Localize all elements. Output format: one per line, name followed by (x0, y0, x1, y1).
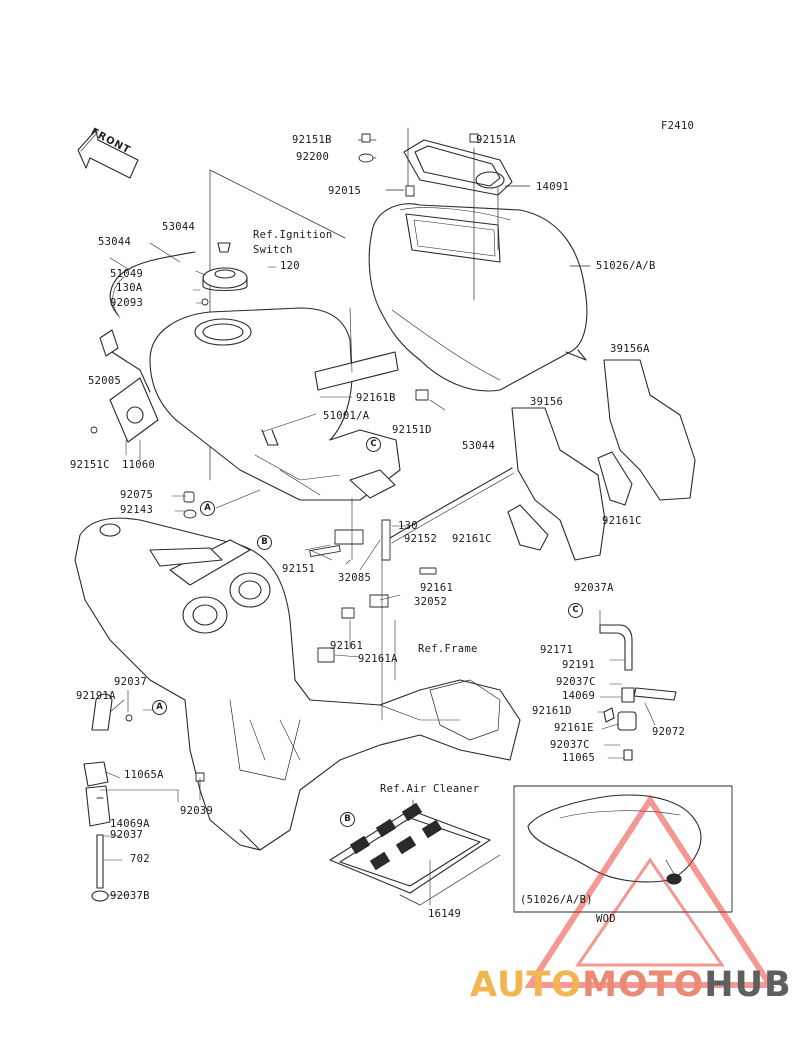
part-label: 92191 (562, 659, 596, 671)
part-label: 702 (130, 853, 150, 865)
part-label: 51049 (110, 268, 144, 280)
hose-53044-right (389, 467, 513, 539)
figure-code: F2410 (661, 120, 695, 132)
part-label: 92161 (420, 582, 454, 594)
part-label: 92151C (70, 459, 110, 471)
part-label: 53044 (462, 440, 496, 452)
part-label: 92191A (76, 690, 116, 702)
part-label: Ref.Frame (418, 643, 478, 655)
part-label: 92151A (476, 134, 516, 146)
bracket-52005 (99, 329, 159, 443)
hose-group-left (83, 693, 113, 902)
part-label: 14069 (562, 690, 596, 702)
trim-14091 (403, 139, 513, 196)
part-label: 92037C (556, 676, 596, 688)
part-label: 92161E (554, 722, 594, 734)
part-label: Ref.Air Cleaner (380, 783, 480, 795)
part-label: Switch (253, 244, 293, 256)
part-label: 14091 (536, 181, 570, 193)
watermark-auto: AUTO (470, 965, 583, 1005)
part-label: 51026/A/B (596, 260, 656, 272)
callout-a: A (152, 700, 167, 715)
part-label: 92037B (110, 890, 150, 902)
part-label: 92015 (328, 185, 362, 197)
main-frame (74, 517, 521, 851)
part-label: 11060 (122, 459, 156, 471)
part-label: 92093 (110, 297, 144, 309)
callout-c: C (366, 437, 381, 452)
part-label: 92037C (550, 739, 590, 751)
part-label: 39156 (530, 396, 564, 408)
part-label: 92143 (120, 504, 154, 516)
part-label: 92200 (296, 151, 330, 163)
part-label: 32085 (338, 572, 372, 584)
part-label: 51001/A (323, 410, 370, 422)
part-label: 92161A (358, 653, 398, 665)
hose-53044-left (109, 251, 196, 316)
part-label: 130 (398, 520, 418, 532)
part-label: 39156A (610, 343, 650, 355)
wod-caption: WOD (596, 913, 616, 925)
strap-92161B (314, 351, 399, 391)
part-label: 92151D (392, 424, 432, 436)
part-label: 92151 (282, 563, 316, 575)
watermark-text: AUTOMOTOHUB (470, 965, 792, 1005)
part-label: 92161C (602, 515, 642, 527)
part-label: 92161B (356, 392, 396, 404)
part-label: 92161D (532, 705, 572, 717)
wod-ref-label: (51026/A/B) (520, 894, 593, 906)
air-cleaner-16149 (329, 799, 501, 906)
part-label: 92151B (292, 134, 332, 146)
part-label: 16149 (428, 908, 462, 920)
front-arrow-icon (77, 129, 139, 179)
part-label: 52005 (88, 375, 122, 387)
part-label: 92152 (404, 533, 438, 545)
callout-c: C (568, 603, 583, 618)
part-label: 130A (116, 282, 143, 294)
part-label: 32052 (414, 596, 448, 608)
watermark-hub: HUB (704, 965, 792, 1005)
part-label: 14069A (110, 818, 150, 830)
leaders (99, 242, 656, 906)
callout-b: B (340, 812, 355, 827)
wod-inset-box (513, 785, 733, 913)
fuel-tank-51001 (149, 307, 401, 501)
watermark-triangle-icon (524, 794, 776, 988)
part-label: 92037 (114, 676, 148, 688)
part-label: 92075 (120, 489, 154, 501)
fasteners (90, 133, 479, 799)
part-label: 11065 (562, 752, 596, 764)
part-label: 53044 (162, 221, 196, 233)
part-label: 11065A (124, 769, 164, 781)
watermark-moto: MOTO (582, 965, 705, 1005)
small-parts-right (599, 624, 677, 761)
part-label: 92037 (110, 829, 144, 841)
part-label: 92161 (330, 640, 364, 652)
part-label: 92039 (180, 805, 214, 817)
part-label: 92072 (652, 726, 686, 738)
part-label: 120 (280, 260, 300, 272)
pads-39156 (507, 359, 696, 561)
seat-cowl-51026 (368, 203, 588, 392)
part-label: 92171 (540, 644, 574, 656)
part-label: 92161C (452, 533, 492, 545)
fuel-cap-51049 (202, 242, 248, 292)
callout-a: A (200, 501, 215, 516)
part-label: Ref.Ignition (253, 229, 333, 241)
part-label: 92037A (574, 582, 614, 594)
part-label: 53044 (98, 236, 132, 248)
callout-b: B (257, 535, 272, 550)
